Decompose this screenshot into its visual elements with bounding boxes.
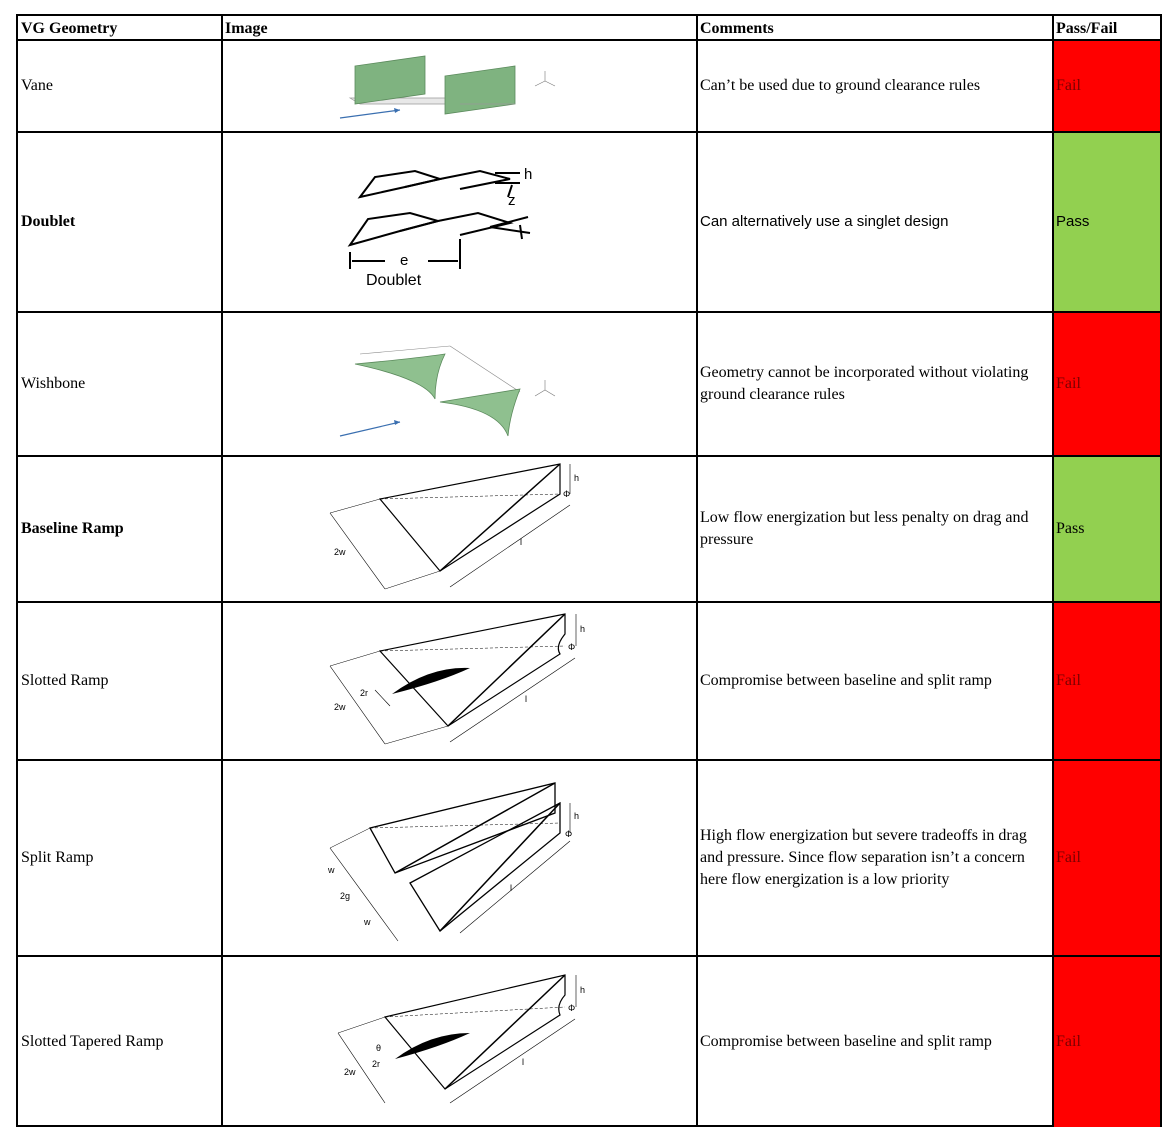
tapered-label-h: h xyxy=(580,985,585,995)
tapered-label-phi: Φ xyxy=(568,1003,575,1013)
status-badge: Fail xyxy=(1054,603,1160,759)
table-row: Baseline Ramp h Φ 2w l Low flow en xyxy=(18,457,1160,603)
comment-text: High flow energization but severe tradeo… xyxy=(698,761,1054,955)
geometry-name: Doublet xyxy=(18,133,223,311)
vg-geometry-table: VG Geometry Image Comments Pass/Fail Van… xyxy=(16,14,1162,1127)
status-badge: Pass xyxy=(1054,457,1160,601)
slotted-label-h: h xyxy=(580,624,585,634)
doublet-label-h: h xyxy=(524,166,532,183)
status-badge: Pass xyxy=(1054,133,1160,311)
geometry-name: Wishbone xyxy=(18,313,223,455)
split-label-h: h xyxy=(574,811,579,821)
split-label-l: l xyxy=(510,883,512,893)
geometry-name: Baseline Ramp xyxy=(18,457,223,601)
doublet-caption: Doublet xyxy=(366,272,422,287)
tapered-label-2r: 2r xyxy=(372,1059,380,1069)
doublet-diagram: h z e Doublet xyxy=(223,133,698,311)
table-header-row: VG Geometry Image Comments Pass/Fail xyxy=(18,16,1160,41)
status-badge: Fail xyxy=(1054,957,1160,1127)
split-ramp-diagram: h Φ w 2g w l xyxy=(223,761,698,955)
table-row: Wishbone Geometry cannot be incorporated… xyxy=(18,313,1160,457)
tapered-label-theta: θ xyxy=(376,1043,381,1053)
comment-text: Can alternatively use a singlet design xyxy=(698,133,1054,311)
ramp-label-2w: 2w xyxy=(334,547,346,557)
comment-text: Low flow energization but less penalty o… xyxy=(698,457,1054,601)
slotted-label-2r: 2r xyxy=(360,688,368,698)
ramp-label-l: l xyxy=(520,537,522,547)
header-pass-fail: Pass/Fail xyxy=(1056,20,1118,37)
slotted-label-phi: Φ xyxy=(568,642,575,652)
status-badge: Fail xyxy=(1054,41,1160,131)
slotted-label-2w: 2w xyxy=(334,702,346,712)
status-badge: Fail xyxy=(1054,313,1160,455)
header-vg-geometry: VG Geometry xyxy=(18,16,223,39)
geometry-name: Slotted Tapered Ramp xyxy=(18,957,223,1127)
table-row: Vane Can’t be used due to ground clearan… xyxy=(18,41,1160,133)
baseline-ramp-diagram: h Φ 2w l xyxy=(223,457,698,601)
slotted-ramp-diagram: h Φ 2r 2w l xyxy=(223,603,698,759)
table-row: Doublet xyxy=(18,133,1160,313)
geometry-name: Vane xyxy=(18,41,223,131)
ramp-label-phi: Φ xyxy=(563,489,570,499)
slotted-tapered-ramp-diagram: h Φ θ 2r 2w l xyxy=(223,957,698,1127)
split-label-w-bottom: w xyxy=(363,917,371,927)
comment-text: Can’t be used due to ground clearance ru… xyxy=(698,41,1054,131)
status-badge: Fail xyxy=(1054,761,1160,955)
comment-text: Compromise between baseline and split ra… xyxy=(698,603,1054,759)
header-comments: Comments xyxy=(698,16,1054,39)
geometry-name: Split Ramp xyxy=(18,761,223,955)
table-row: Split Ramp h Φ w 2g w l xyxy=(18,761,1160,957)
comment-text: Compromise between baseline and split ra… xyxy=(698,957,1054,1127)
table-row: Slotted Ramp h Φ 2r 2w xyxy=(18,603,1160,761)
ramp-label-h: h xyxy=(574,473,579,483)
split-label-phi: Φ xyxy=(565,829,572,839)
wishbone-diagram xyxy=(223,313,698,455)
doublet-label-e: e xyxy=(400,252,408,269)
table-row: Slotted Tapered Ramp h Φ θ 2r 2w l xyxy=(18,957,1160,1127)
split-label-w-top: w xyxy=(327,865,335,875)
tapered-label-l: l xyxy=(522,1057,524,1067)
slotted-label-l: l xyxy=(525,694,527,704)
vane-diagram xyxy=(223,41,698,131)
doublet-label-z: z xyxy=(508,192,516,209)
tapered-label-2w: 2w xyxy=(344,1067,356,1077)
header-image: Image xyxy=(223,16,698,39)
comment-text: Geometry cannot be incorporated without … xyxy=(698,313,1054,455)
geometry-name: Slotted Ramp xyxy=(18,603,223,759)
split-label-2g: 2g xyxy=(340,891,350,901)
